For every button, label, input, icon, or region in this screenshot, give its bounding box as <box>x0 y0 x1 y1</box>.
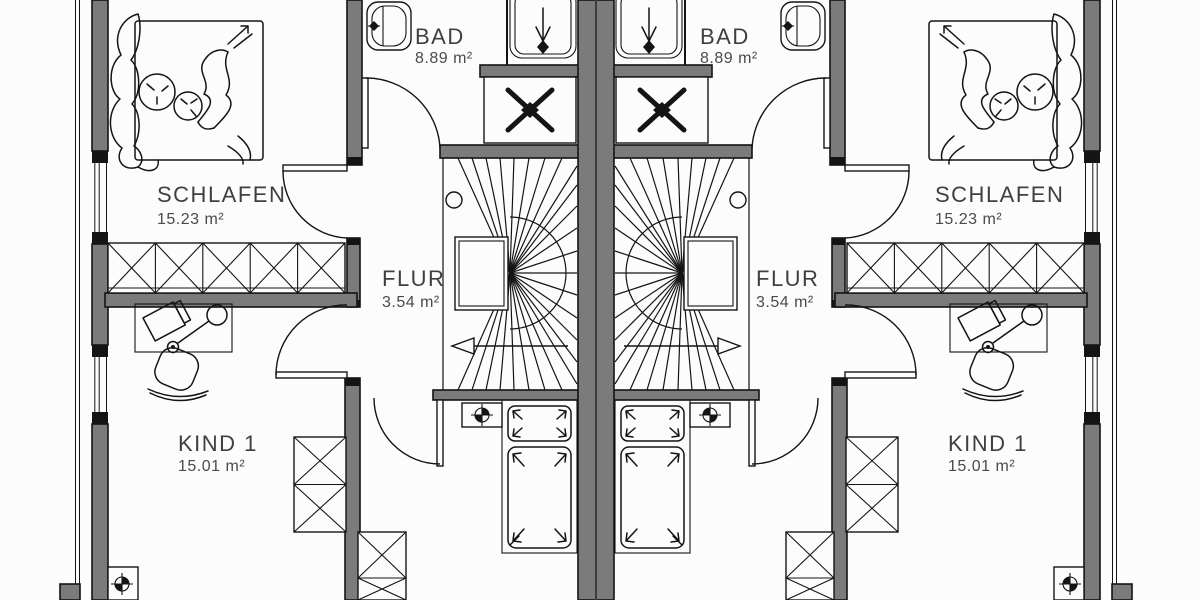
area-schlafen-left: 15.23 m² <box>157 211 224 228</box>
label-schlafen-left: SCHLAFEN <box>157 182 286 207</box>
area-kind1-right: 15.01 m² <box>948 458 1015 475</box>
label-flur-right: FLUR <box>756 266 819 291</box>
label-bad-left: BAD <box>415 24 465 49</box>
room-labels: SCHLAFEN 15.23 m² BAD 8.89 m² FLUR 3.54 … <box>157 24 1064 475</box>
label-kind1-right: KIND 1 <box>948 431 1028 456</box>
area-flur-left: 3.54 m² <box>382 294 440 311</box>
area-bad-right: 8.89 m² <box>700 50 758 67</box>
area-kind1-left: 15.01 m² <box>178 458 245 475</box>
label-kind1-left: KIND 1 <box>178 431 258 456</box>
label-schlafen-right: SCHLAFEN <box>935 182 1064 207</box>
area-flur-right: 3.54 m² <box>756 294 814 311</box>
area-schlafen-right: 15.23 m² <box>935 211 1002 228</box>
area-bad-left: 8.89 m² <box>415 50 473 67</box>
label-bad-right: BAD <box>700 24 750 49</box>
label-flur-left: FLUR <box>382 266 445 291</box>
